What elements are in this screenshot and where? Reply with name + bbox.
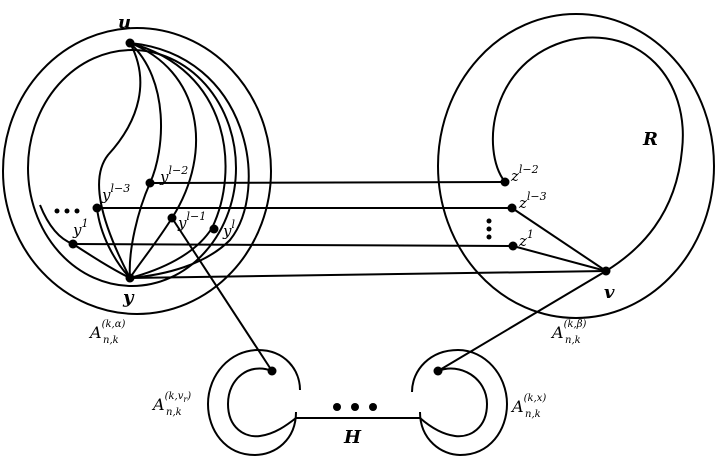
- left-inner-ring: [27, 49, 237, 287]
- label-y-l-2: yl−2: [159, 164, 188, 186]
- h-ellipsis-dot: [351, 403, 359, 411]
- label-y-1: y1: [72, 217, 88, 239]
- bottom-left-inner-ring: [226, 367, 297, 438]
- left-ellipsis-dot: [54, 208, 60, 214]
- y1-to-y-edge: [72, 243, 131, 279]
- label-A-alpha: A(k,α): [88, 319, 125, 342]
- h-ellipsis-dot: [333, 403, 341, 411]
- u-y-curve-3: [129, 42, 198, 279]
- label-A-x: A(k,x): [510, 393, 546, 416]
- label-z-1: z1: [518, 228, 534, 250]
- right-inner-arc: [491, 36, 684, 272]
- left-ellipsis-dot: [64, 208, 70, 214]
- edge-yl2-zl2: [149, 181, 506, 184]
- zl3-to-v-edge: [511, 207, 607, 272]
- label-y: y: [122, 287, 135, 308]
- yl3-to-y-edge: [96, 207, 131, 279]
- label-A-vr: A(k,vr): [151, 391, 191, 414]
- label-A-beta-sub: n,k: [565, 335, 581, 346]
- bottom-left-outer-ring: [206, 348, 301, 457]
- edge-y1-z1: [72, 243, 514, 247]
- left-outer-ring: [2, 27, 272, 315]
- vertex-u: [125, 38, 135, 48]
- label-H: H: [343, 427, 362, 448]
- label-A-vr-sub: n,k: [166, 407, 182, 418]
- left-ellipsis-dot: [74, 208, 80, 214]
- label-z-l-2: zl−2: [510, 163, 539, 185]
- vertex-y-l: [209, 224, 219, 234]
- u-y-curve-5: [129, 42, 250, 279]
- label-v: v: [604, 282, 615, 303]
- edge-y-v: [129, 270, 607, 279]
- label-y-l-1: yl−1: [177, 210, 206, 232]
- right-ellipsis-dot: [486, 218, 492, 224]
- u-y-curve-4: [129, 42, 227, 279]
- label-z-l-3: zl−3: [518, 190, 547, 212]
- label-u: u: [118, 12, 131, 33]
- z1-to-v-edge: [512, 245, 607, 272]
- bottom-right-outer-ring: [411, 348, 509, 457]
- label-R: R: [642, 129, 658, 150]
- right-ellipsis-dot: [486, 234, 492, 240]
- right-outer-ring: [437, 13, 715, 319]
- label-A-beta: A(k,β): [550, 319, 586, 342]
- u-y-curve-outer-left: [98, 42, 142, 279]
- label-A-x-sub: n,k: [525, 409, 541, 420]
- label-A-alpha-sub: n,k: [103, 335, 119, 346]
- edge-v-bottom-right: [437, 270, 607, 372]
- edge-yl1-bottom-left: [171, 217, 273, 372]
- label-y-l: yl: [222, 218, 235, 240]
- right-ellipsis-dot: [486, 226, 492, 232]
- h-ellipsis-dot: [369, 403, 377, 411]
- label-y-l-3: yl−3: [101, 182, 130, 204]
- bottom-right-inner-ring: [419, 367, 489, 438]
